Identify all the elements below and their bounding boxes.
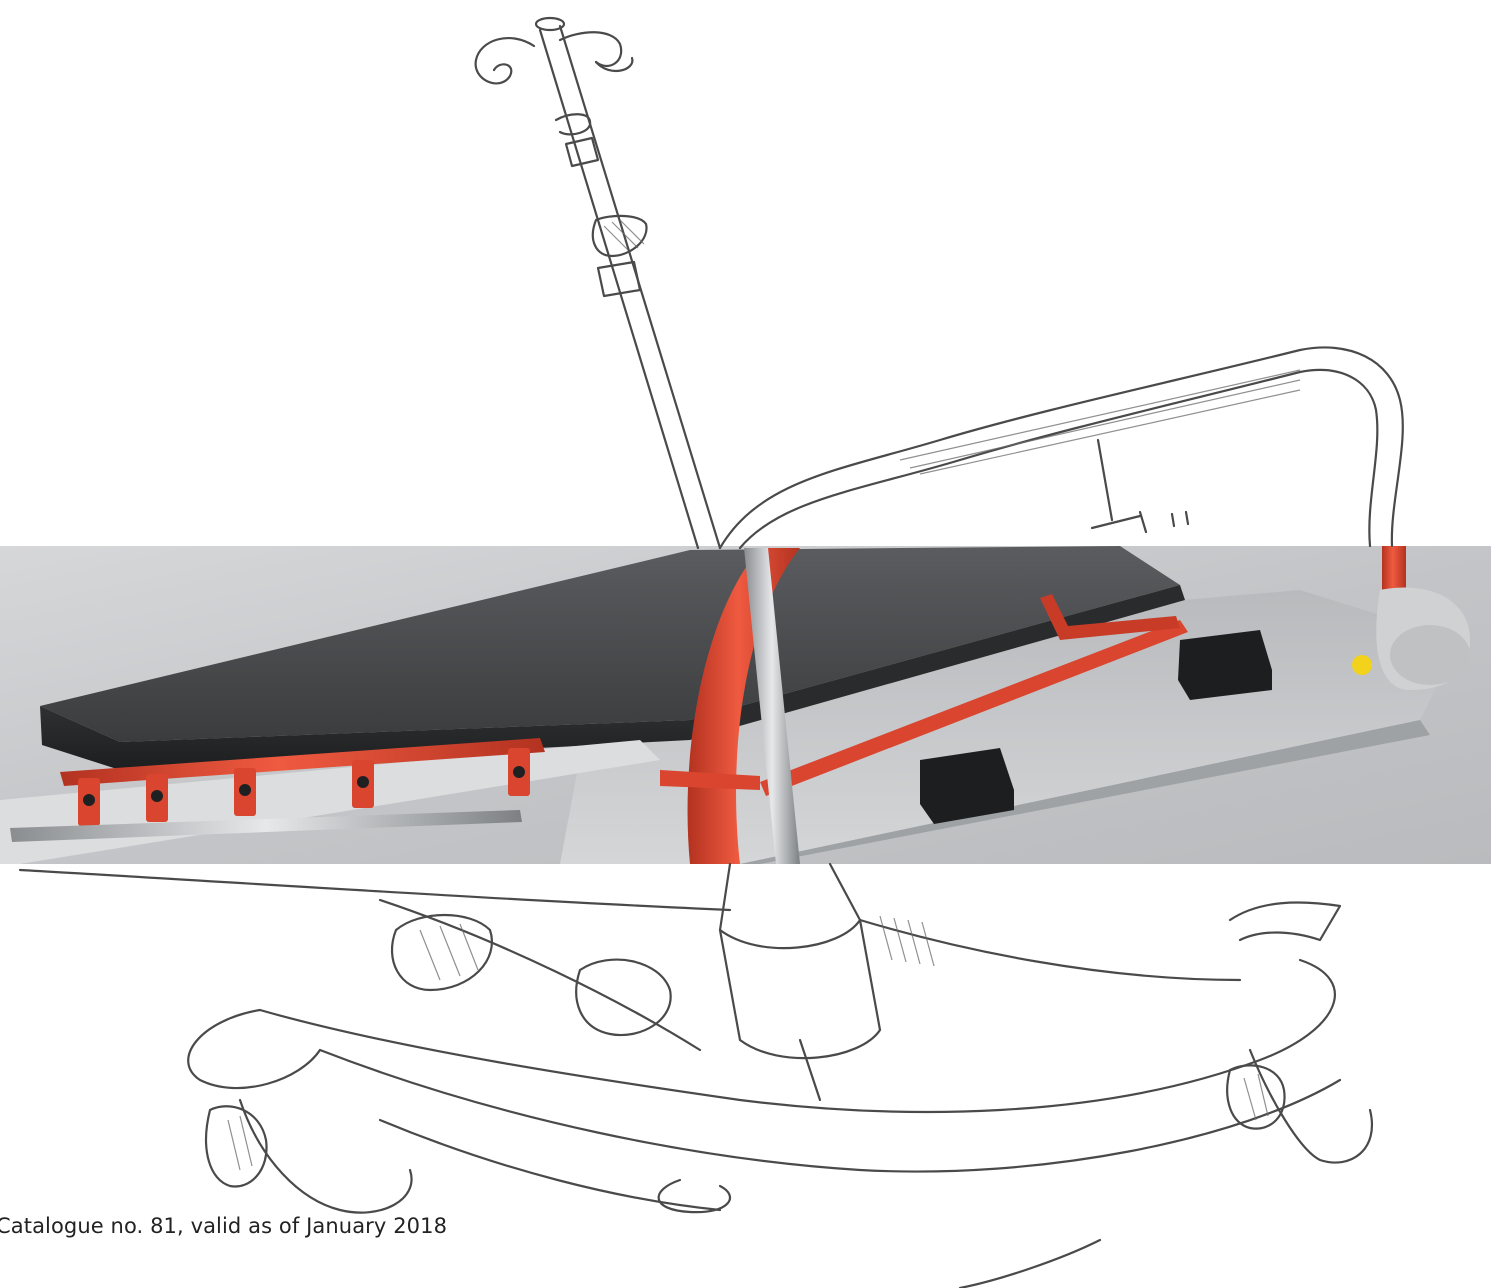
sketch-shading xyxy=(227,219,1301,1171)
warning-label xyxy=(1352,655,1372,675)
photo-band xyxy=(0,546,1491,864)
black-block xyxy=(920,748,1014,824)
mattress-side xyxy=(40,706,690,770)
sketch-lines xyxy=(18,16,1404,1288)
catalogue-note: Catalogue no. 81, valid as of January 20… xyxy=(0,1214,448,1238)
push-handle xyxy=(718,346,1404,550)
black-block xyxy=(1178,630,1272,700)
iv-pole xyxy=(538,28,700,550)
mattress-top xyxy=(40,546,1180,742)
red-side-rail xyxy=(60,738,545,786)
